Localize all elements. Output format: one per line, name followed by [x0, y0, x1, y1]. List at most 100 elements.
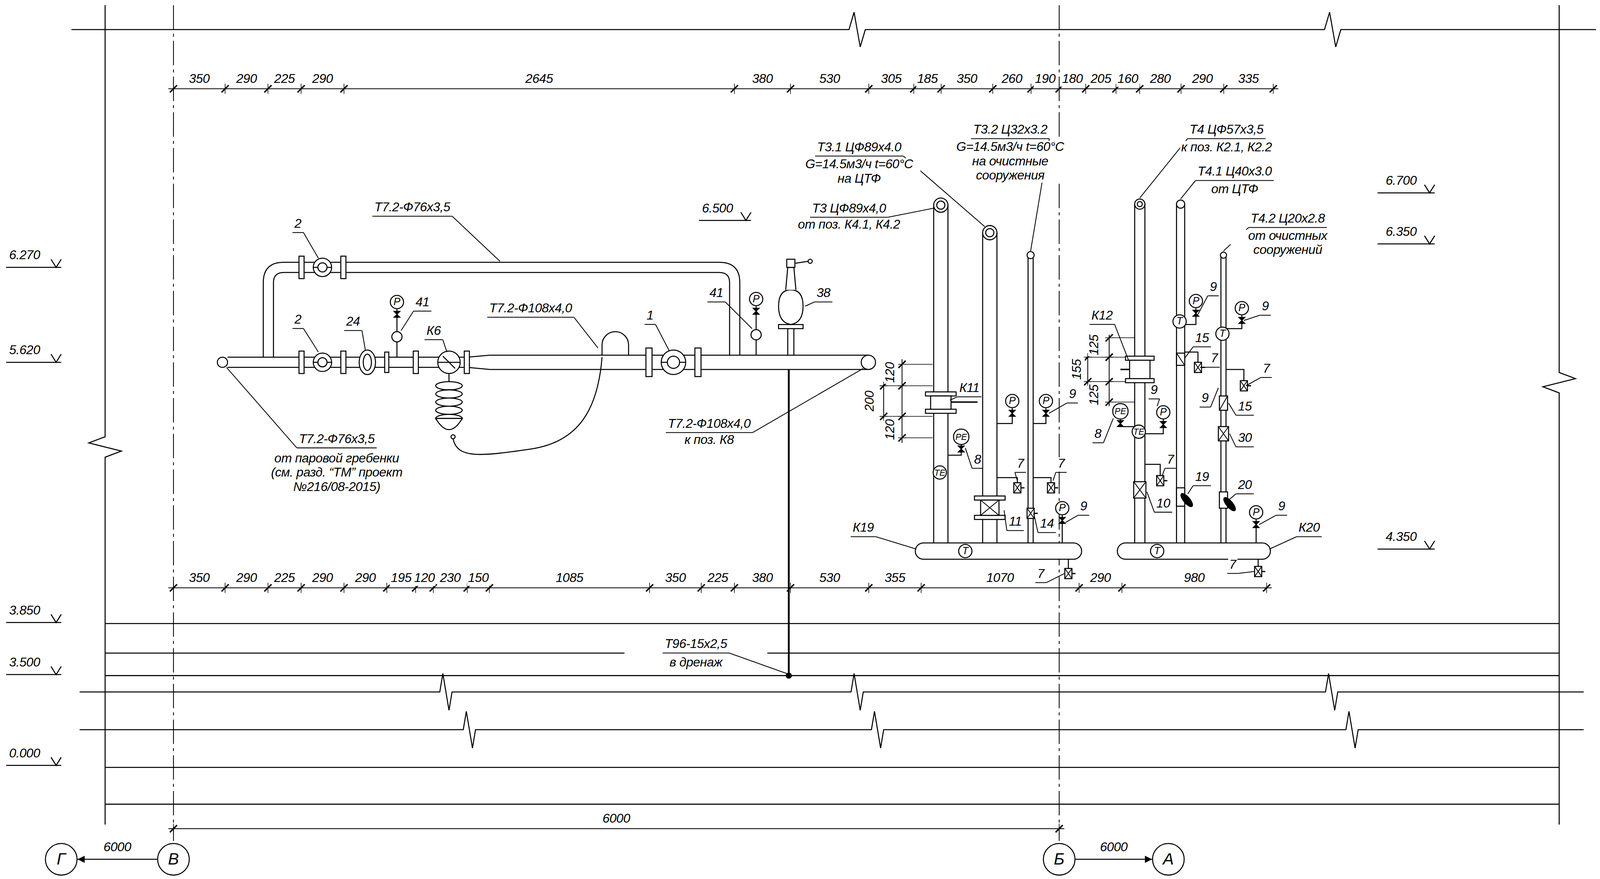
impulse-line — [453, 356, 603, 455]
ball-valve-handle — [950, 401, 978, 403]
safety-valve-lever — [794, 261, 809, 264]
leader-line — [362, 330, 366, 350]
callout-number: 38 — [815, 286, 832, 302]
instrument-letter: P — [1159, 407, 1167, 418]
regulator-bellows — [435, 406, 463, 415]
drain-valve-mark — [1013, 482, 1021, 493]
leader-line — [1228, 493, 1236, 501]
dimension-line — [168, 587, 1272, 589]
regulator-bellows — [435, 381, 463, 390]
elevation-line — [1377, 243, 1435, 245]
drain-valve-handle — [1261, 570, 1266, 572]
dimension-tick — [645, 584, 654, 592]
elevation-text: 3.850 — [8, 604, 42, 619]
leader-line — [1103, 418, 1114, 444]
callout-number: 9 — [1277, 500, 1287, 515]
elevation-line — [1377, 192, 1435, 194]
flange — [974, 515, 1006, 520]
dimension-text: 290 — [1089, 571, 1112, 586]
drain-valve — [1156, 475, 1164, 486]
dimension-tick — [1105, 334, 1113, 342]
dimension-tick — [297, 85, 305, 93]
elevation-text: 6.270 — [8, 249, 42, 264]
axis-letter: Г — [56, 851, 66, 868]
leader-shelf — [1089, 323, 1115, 325]
elevation-arrow — [51, 354, 62, 363]
flange — [778, 324, 804, 329]
callout-number: К12 — [1090, 309, 1114, 324]
drain-valve-handle — [1020, 487, 1025, 489]
leader-shelf — [292, 232, 304, 233]
leader-shelf — [971, 138, 1050, 140]
elevation-line — [6, 764, 62, 767]
instrument-bubble: P — [389, 294, 405, 310]
wall-line — [88, 5, 122, 825]
elevation-line — [698, 219, 751, 221]
leader-shelf — [1148, 398, 1160, 400]
drain-valve-handle — [1072, 573, 1076, 575]
leader-line — [1228, 403, 1236, 416]
dimension-text: 200 — [863, 389, 878, 413]
dimension-line — [901, 359, 903, 444]
dimension-text: 2645 — [524, 72, 555, 87]
steam-pipe — [227, 356, 468, 368]
extension-line — [1112, 337, 1135, 339]
leader-shelf — [707, 301, 726, 303]
dimension-line — [168, 88, 1279, 90]
dimension-tick — [787, 85, 795, 93]
valve-body — [313, 352, 332, 372]
drain-valve — [1254, 566, 1262, 577]
leader-shelf — [1260, 377, 1272, 378]
instrument-letter: T — [1176, 316, 1183, 327]
gauge-valve — [752, 308, 759, 315]
drain-valve-handle — [1163, 480, 1168, 482]
callout-number: 9 — [1260, 300, 1270, 315]
flange — [694, 348, 702, 377]
leader-line — [1187, 485, 1194, 495]
pipe-label: Т7.2-Ф76х3,5 — [373, 201, 452, 216]
leader-line — [965, 447, 973, 469]
pipe-end — [217, 356, 228, 368]
dimension-tick — [221, 584, 229, 592]
instrument-bubble: P — [1234, 301, 1250, 316]
leader-shelf — [644, 323, 656, 325]
flange — [925, 409, 957, 414]
pipe-end — [936, 201, 945, 210]
dimension-tick — [917, 584, 925, 592]
collector-header — [915, 542, 1082, 560]
leader-shelf — [296, 447, 377, 449]
drain-valve-mark — [1064, 568, 1073, 579]
leader-shelf — [957, 396, 982, 398]
dimension-text: 335 — [1237, 72, 1260, 87]
dimension-text: 290 — [311, 571, 334, 586]
pipe-label: Т3.1 ЦФ89х4.0 — [816, 140, 903, 155]
leader-shelf — [344, 329, 362, 331]
leader-shelf — [1154, 511, 1173, 513]
leader-line — [1162, 468, 1165, 476]
dimension-line — [883, 381, 885, 421]
condensate-loop — [602, 331, 629, 355]
instrument-letter: TE — [1133, 427, 1145, 437]
callout-number: К20 — [1297, 521, 1321, 536]
gauge-valve — [1117, 420, 1124, 427]
dimension-tick — [898, 360, 906, 368]
valve-body — [1133, 481, 1146, 499]
dimension-tick — [1220, 85, 1228, 93]
callout-number: К11 — [958, 381, 981, 396]
leader-shelf — [1035, 582, 1047, 584]
pipe-label: Т7.2-Ф108х4,0 — [488, 302, 573, 317]
leader-shelf — [1226, 573, 1238, 574]
instrument-bubble: TE — [932, 464, 948, 481]
dimension-text: 125 — [1087, 333, 1102, 357]
regulator-stem — [448, 373, 450, 382]
dimension-text: 290 — [354, 571, 377, 586]
dimension-text: 6000 — [601, 812, 632, 827]
callout-number: 15 — [1193, 331, 1210, 346]
dimension-text: 1085 — [554, 571, 585, 586]
pipe-label: Т96-15х2,5 — [663, 637, 728, 652]
axis-dimension-arrow — [1075, 858, 1153, 860]
axis-bubble: Г — [45, 842, 78, 876]
leader-line — [1269, 536, 1297, 549]
